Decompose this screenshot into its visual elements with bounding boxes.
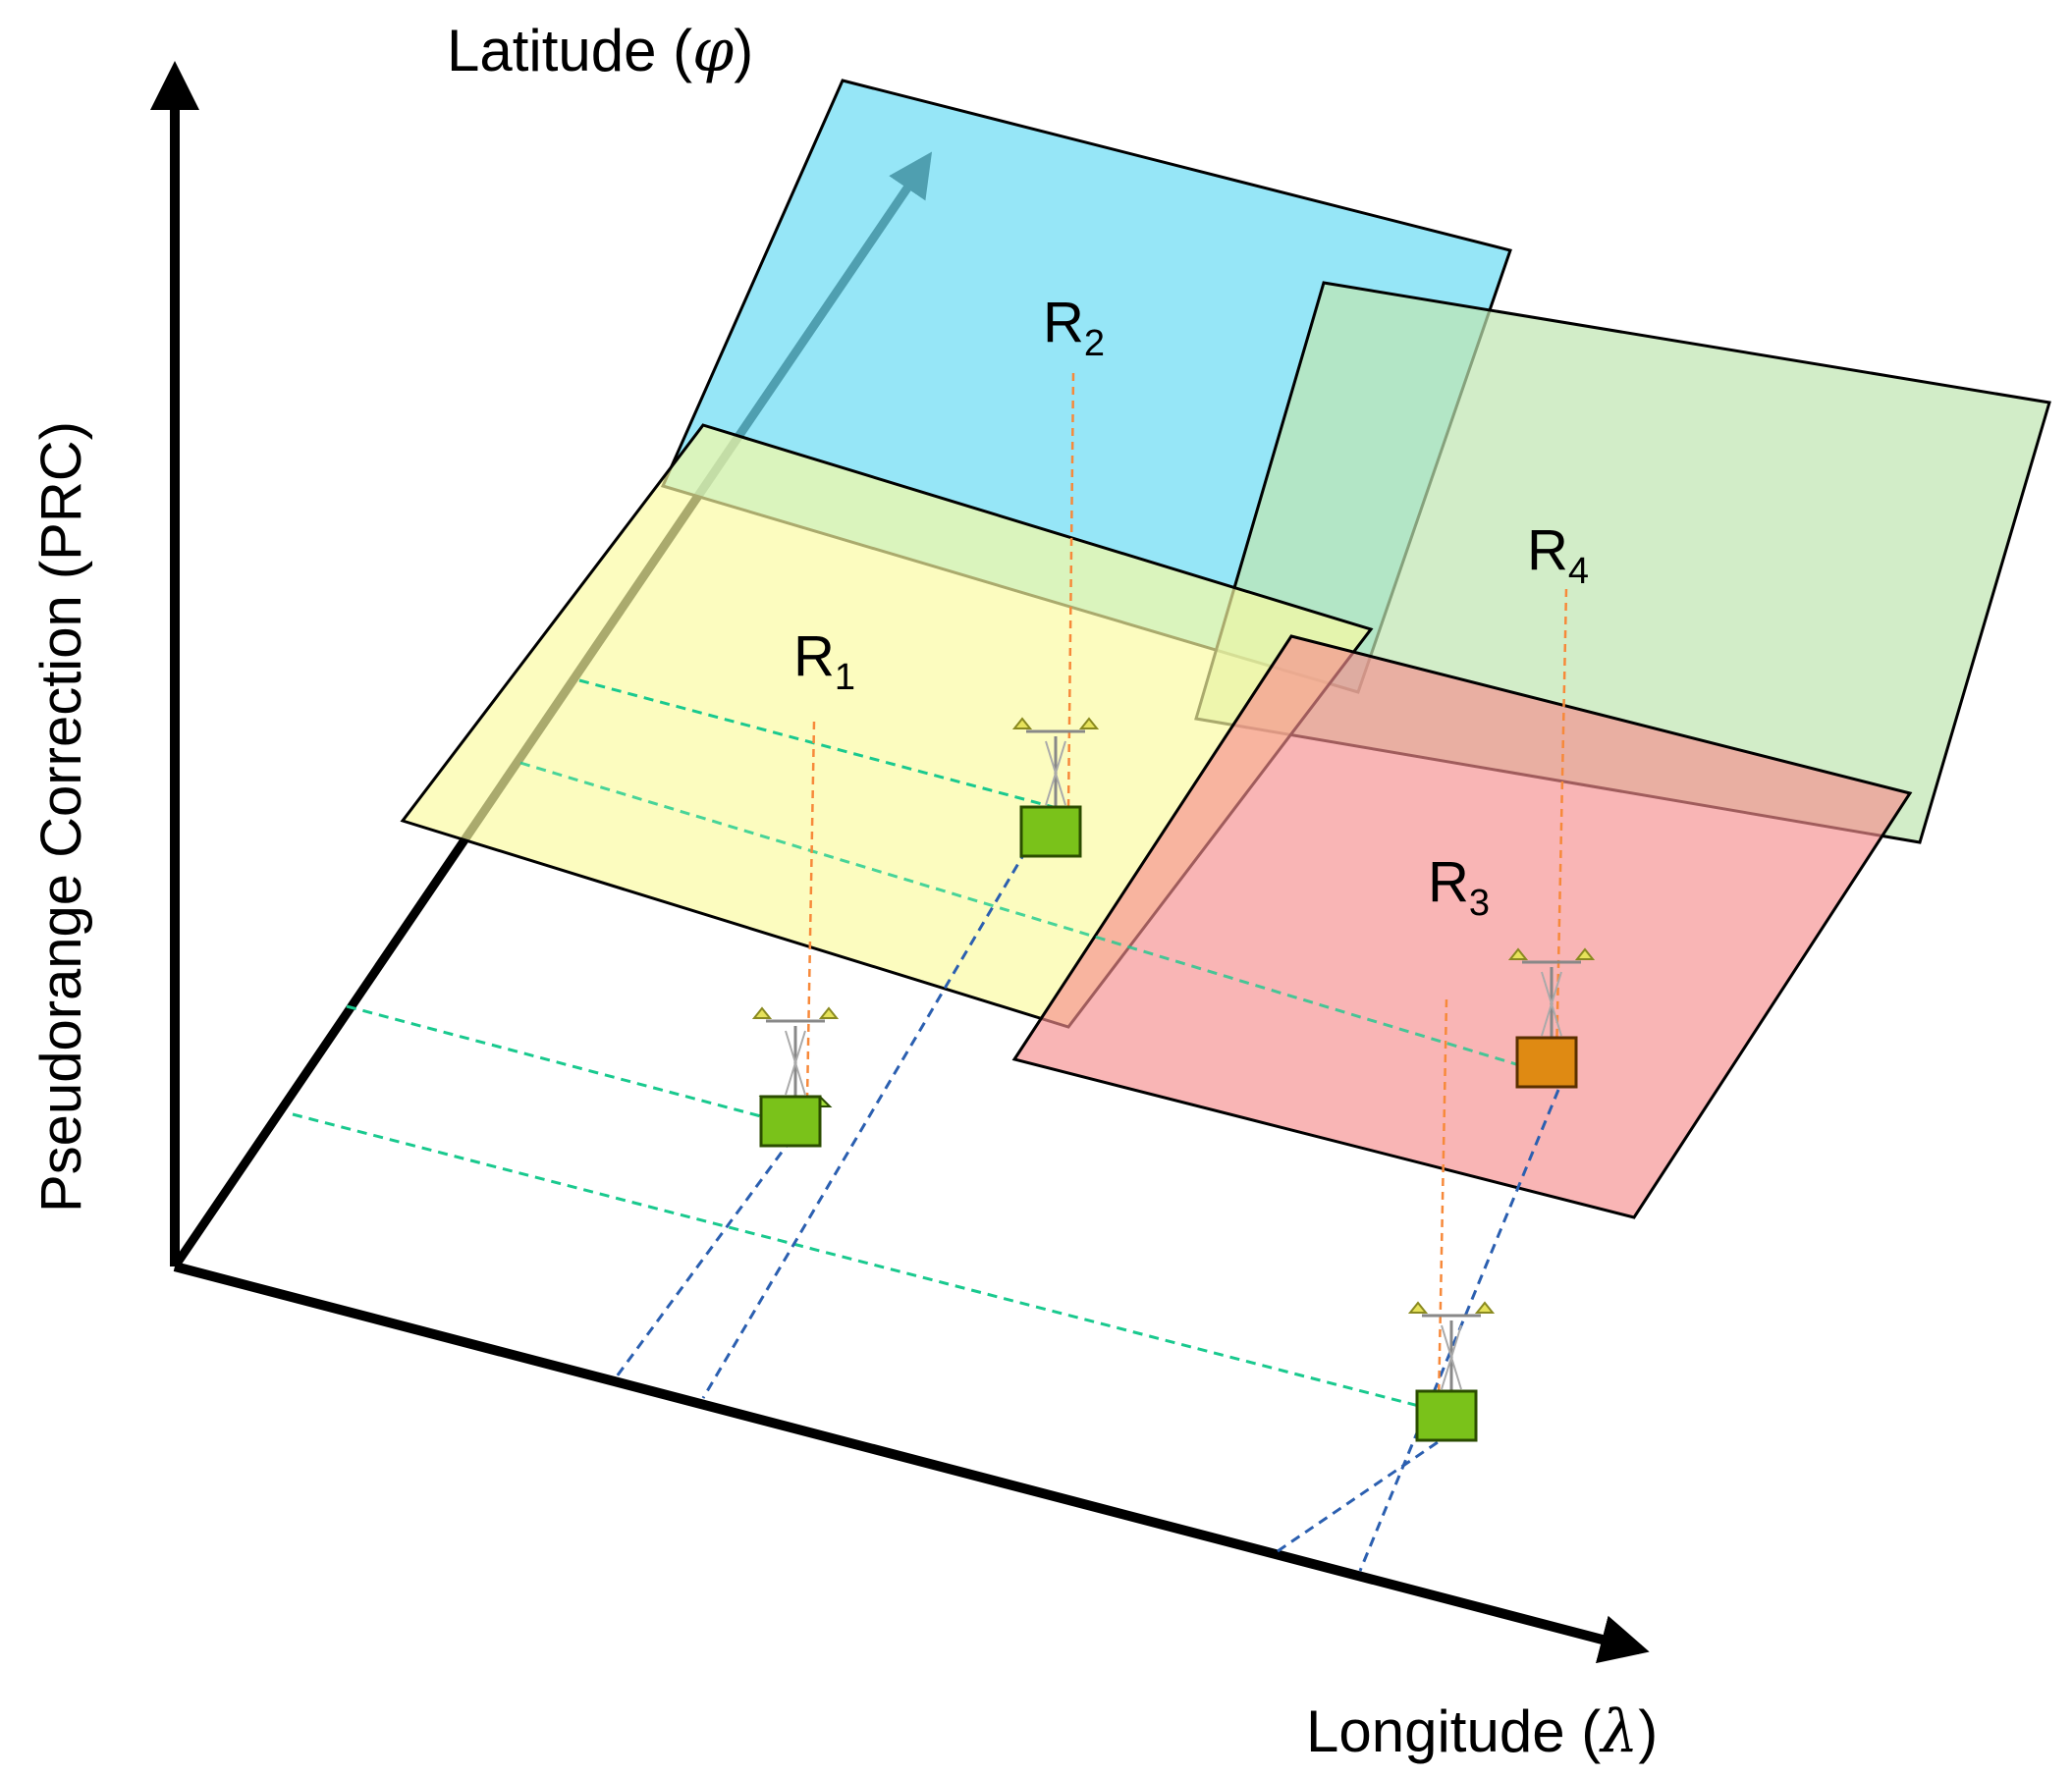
guide-lines: [292, 678, 1569, 1572]
vertical-axis-title: Pseudorange Correction (PRC): [29, 421, 93, 1212]
reference-station-icon: [752, 1006, 839, 1148]
lat-guide-1: [346, 1004, 791, 1126]
reference-station-icon: [1508, 947, 1595, 1089]
reference-station-icon: [1408, 1301, 1495, 1442]
latitude-title: Latitude (φ): [447, 17, 753, 85]
label-r2: R2: [1043, 291, 1105, 364]
label-r4: R4: [1527, 518, 1589, 592]
projection-r2: [1066, 372, 1075, 811]
lat-guide-2: [292, 1112, 1443, 1414]
label-r3: R3: [1428, 850, 1490, 924]
longitude-axis: [173, 1262, 1650, 1664]
reference-station-icon: [1012, 717, 1099, 858]
lat-guide-3: [578, 678, 1076, 815]
plane-labels: R1 R2 R3 R4: [793, 291, 1589, 924]
projection-r4: [1554, 588, 1568, 1061]
plane-r3: [1011, 634, 1913, 1219]
lon-guide-3: [1274, 1422, 1466, 1555]
longitude-title: Longitude (λ): [1306, 1697, 1658, 1766]
label-r1: R1: [793, 624, 855, 698]
projection-lines: [805, 372, 1568, 1405]
lon-guide-2: [701, 849, 1028, 1399]
lon-guide-1: [615, 1138, 793, 1377]
stations: [752, 717, 1595, 1442]
lon-guide-4: [1358, 1089, 1560, 1572]
projection-r3: [1437, 998, 1448, 1405]
planes: [400, 79, 2051, 1219]
